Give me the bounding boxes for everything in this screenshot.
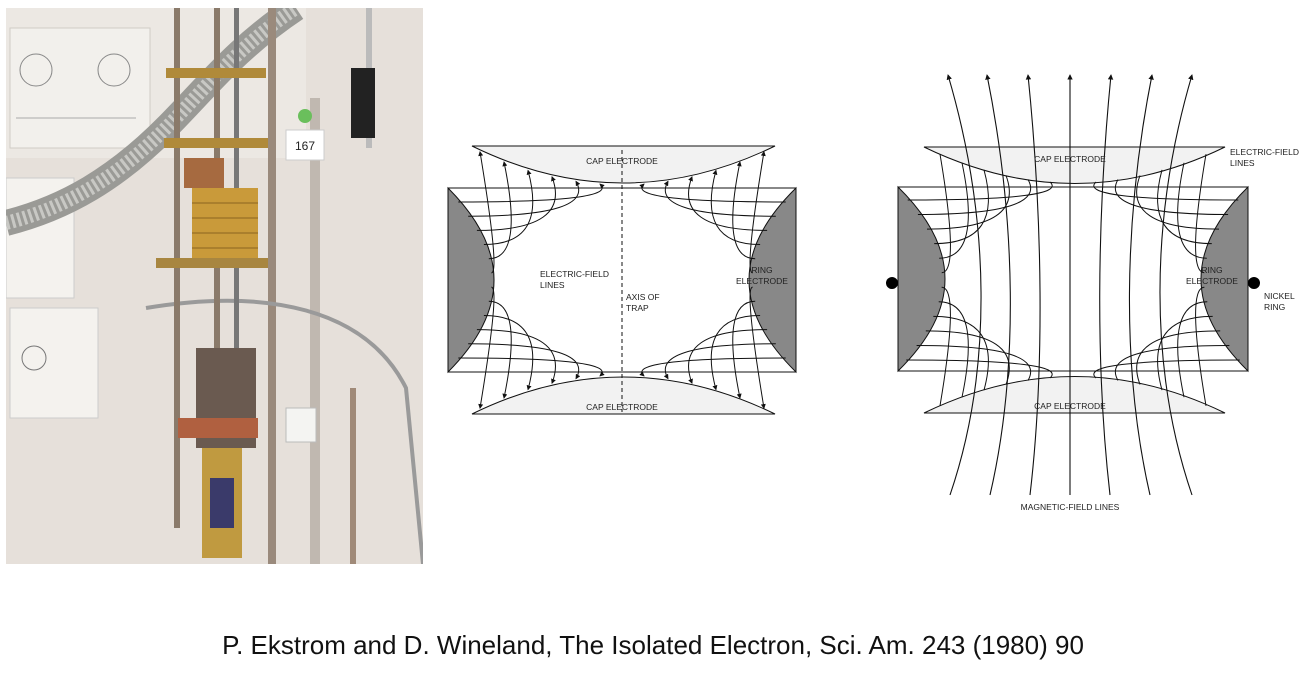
field-line-right [732, 300, 756, 399]
field-line-right [749, 286, 766, 410]
electric-field-line-left [934, 169, 989, 245]
field-line-right [710, 315, 761, 391]
ring-label-1: RING [751, 265, 772, 275]
efield-label-1: ELECTRIC-FIELD [540, 269, 609, 279]
wall-switch [285, 407, 317, 443]
field-line-right [732, 161, 756, 260]
electric-field-line-right [1177, 162, 1207, 259]
electric-field-lines [458, 150, 786, 410]
ring-electrode-right [1200, 185, 1249, 373]
cap-electrode-bottom [923, 376, 1226, 414]
trap-magnetic-field-diagram: CAP ELECTRODE CAP ELECTRODE ELECTRIC-FIE… [886, 74, 1299, 512]
field-line-right [710, 169, 761, 245]
ring-label-2: ELECTRODE [736, 276, 788, 286]
field-line-right [663, 343, 776, 380]
cap-electrode-bottom [471, 376, 776, 415]
field-line-left [476, 329, 556, 384]
field-line-left [468, 180, 581, 217]
ring-electrode-left [897, 185, 946, 373]
electric-field-line-right [1195, 286, 1207, 406]
field-line-left [478, 150, 495, 274]
cap-bottom-label: CAP ELECTRODE [586, 402, 658, 412]
field-line-left [458, 183, 605, 203]
magnetic-field-line [946, 74, 982, 496]
electric-field-line-left [906, 359, 1053, 379]
apparatus-photo: 167 [6, 8, 423, 564]
magnetic-field-line [1159, 74, 1194, 496]
field-line-right [688, 329, 768, 384]
axis-label-2: TRAP [626, 303, 649, 313]
field-line-left [483, 315, 534, 391]
electric-field-line-right [1093, 359, 1240, 379]
magnetic-field-line [1025, 74, 1041, 496]
nickel-label-1: NICKEL [1264, 291, 1295, 301]
trap-electric-field-diagram: CAP ELECTRODE CAP ELECTRODE ELECTRIC-FIE… [447, 145, 797, 415]
electric-field-line-left [933, 315, 989, 391]
trap-probe-assembly [156, 8, 268, 558]
electric-field-line-right [1114, 179, 1229, 215]
magnetic-field-lines [946, 74, 1194, 496]
green-sticker [298, 109, 312, 123]
field-line-left [478, 286, 495, 410]
magnetic-field-line [985, 74, 1011, 496]
field-line-left [476, 176, 556, 231]
efield-label-2: LINES [1230, 158, 1255, 168]
electric-field-line-left [925, 330, 1010, 385]
efield-label-2: LINES [540, 280, 565, 290]
magnetic-field-label: MAGNETIC-FIELD LINES [1021, 502, 1120, 512]
wall-drawing-top [9, 27, 151, 149]
field-line-right [639, 357, 786, 377]
ring-label-2: ELECTRODE [1186, 276, 1238, 286]
field-line-left [488, 161, 512, 260]
nickel-ring-dot-left [886, 277, 898, 289]
electric-field-lines [906, 154, 1240, 406]
citation: P. Ekstrom and D. Wineland, The Isolated… [222, 630, 1084, 660]
tag-label: 167 [295, 139, 315, 153]
nickel-ring-dot-right [1248, 277, 1260, 289]
efield-label-1: ELECTRIC-FIELD [1230, 147, 1299, 157]
cap-electrode-top [471, 145, 776, 184]
electric-field-line-left [939, 162, 969, 259]
axis-label-1: AXIS OF [626, 292, 660, 302]
field-line-right [688, 176, 768, 231]
electric-field-line-left [926, 175, 1010, 230]
field-line-right [663, 180, 776, 217]
cap-electrode-top [923, 146, 1226, 184]
electric-field-line-right [1093, 181, 1239, 201]
field-line-right [639, 183, 786, 203]
wall-drawing-left [6, 177, 99, 419]
nickel-label-2: RING [1264, 302, 1285, 312]
field-line-left [468, 343, 581, 380]
field-line-left [458, 357, 605, 377]
field-line-left [483, 169, 534, 245]
magnetic-field-line [1128, 74, 1154, 496]
electric-field-line-left [938, 301, 969, 398]
electric-field-line-right [1136, 175, 1220, 230]
field-line-right [749, 150, 766, 274]
electric-field-line-left [917, 179, 1032, 215]
electric-field-line-left [939, 286, 951, 406]
field-line-left [488, 300, 512, 399]
ring-label-1: RING [1201, 265, 1222, 275]
electric-field-line-left [939, 154, 951, 274]
electric-field-line-left [916, 345, 1032, 381]
magnetic-field-line [1099, 74, 1114, 496]
electric-field-line-left [907, 181, 1053, 201]
ring-electrode-right [748, 186, 797, 374]
electric-field-line-right [1195, 154, 1207, 274]
electric-field-line-right [1114, 345, 1230, 381]
cap-top-label: CAP ELECTRODE [586, 156, 658, 166]
ring-electrode-left [447, 186, 495, 374]
electric-field-line-right [1157, 315, 1213, 391]
electric-field-line-right [1157, 169, 1212, 245]
cap-bottom-label: CAP ELECTRODE [1034, 401, 1106, 411]
electric-field-line-right [1177, 301, 1208, 398]
cap-top-label: CAP ELECTRODE [1034, 154, 1106, 164]
electric-field-line-right [1136, 330, 1221, 385]
